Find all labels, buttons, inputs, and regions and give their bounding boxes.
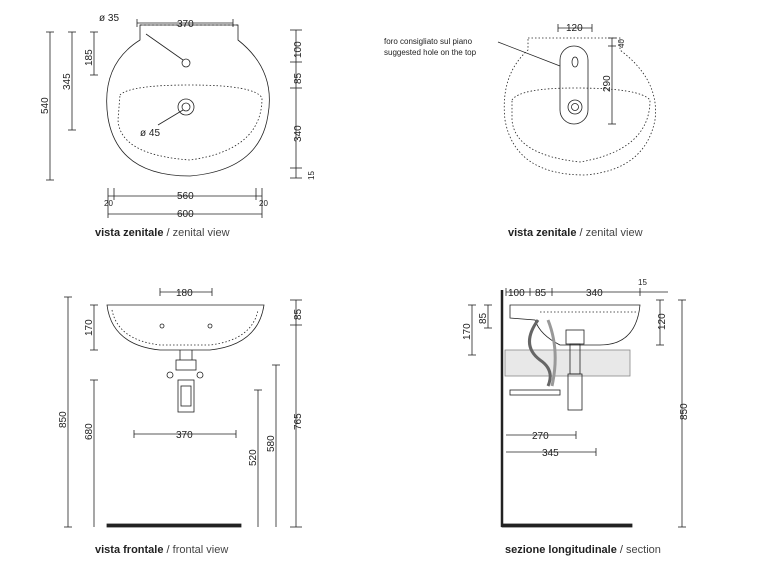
dim-left-185: 185 — [84, 49, 95, 66]
dim-section-right-120: 120 — [657, 313, 668, 330]
basin-outline — [106, 24, 270, 177]
dim-front-mid-370: 370 — [176, 430, 193, 441]
dim-section-top-100: 100 — [508, 288, 525, 299]
dim-front-left-850: 850 — [58, 411, 69, 428]
dim-width-120: 120 — [566, 23, 583, 34]
caption-top-view-it: vista zenitale — [95, 227, 164, 239]
dim-front-left-170: 170 — [84, 319, 95, 336]
dim-front-right-580: 580 — [266, 435, 277, 452]
dim-section-top-85: 85 — [535, 288, 547, 299]
caption-front-view-it: vista frontale — [95, 544, 164, 556]
dim-left-540: 540 — [40, 97, 51, 114]
dim-section-mid-270: 270 — [532, 431, 549, 442]
front-view — [64, 288, 302, 528]
suggested-hole — [497, 24, 616, 125]
caption-top-suggested-it: vista zenitale — [508, 227, 577, 239]
top-view — [46, 19, 302, 218]
caption-section-view-it: sezione longitudinale — [505, 544, 617, 556]
drain-hole-inner — [181, 102, 191, 112]
dim-section-top-340: 340 — [586, 288, 603, 299]
dim-bottom-20-right: 20 — [259, 199, 268, 208]
dim-hole-large: ø 45 — [140, 128, 160, 139]
note-suggested-hole-it: foro consigliato sul piano — [384, 37, 473, 46]
caption-top-suggested-view: vista zenitale / zenital view — [508, 227, 643, 239]
dim-section-top-15: 15 — [638, 278, 647, 287]
dim-left-345: 345 — [62, 73, 73, 90]
caption-section-view: sezione longitudinale / section — [505, 544, 661, 556]
dim-front-right-765: 765 — [293, 413, 304, 430]
caption-top-view-en: zenital view — [172, 227, 230, 239]
dim-right-340: 340 — [293, 125, 304, 142]
drain-hole-outer — [177, 98, 195, 116]
dim-height-290: 290 — [602, 75, 613, 92]
note-suggested-hole-en: suggested hole on the top — [384, 48, 477, 57]
dim-bottom-600: 600 — [177, 209, 194, 220]
dim-section-left-170: 170 — [462, 323, 473, 340]
dim-section-right-850: 850 — [679, 403, 690, 420]
caption-top-suggested-en: zenital view — [585, 227, 643, 239]
caption-front-view-en: frontal view — [172, 544, 229, 556]
dim-right-85: 85 — [293, 72, 304, 84]
dim-height-40: 40 — [617, 39, 626, 48]
dim-hole-small: ø 35 — [99, 13, 119, 24]
basin-bowl — [117, 84, 263, 161]
dim-front-top-180: 180 — [176, 288, 193, 299]
section-view — [468, 288, 686, 528]
tap-hole — [181, 58, 191, 68]
dim-front-right-520: 520 — [248, 449, 259, 466]
dim-bottom-20-left: 20 — [104, 199, 113, 208]
dim-section-mid-345: 345 — [542, 448, 559, 459]
caption-top-view: vista zenitale / zenital view — [95, 227, 230, 239]
caption-section-view-en: section — [626, 544, 661, 556]
dim-top-width: 370 — [177, 19, 194, 30]
dim-right-15: 15 — [307, 171, 316, 180]
dim-front-right-85: 85 — [293, 308, 304, 320]
dim-right-100: 100 — [293, 41, 304, 58]
dim-bottom-560: 560 — [177, 191, 194, 202]
caption-front-view: vista frontale / frontal view — [95, 544, 229, 556]
dim-section-left-85: 85 — [478, 312, 489, 324]
dim-front-left-680: 680 — [84, 423, 95, 440]
top-view-suggested — [503, 37, 656, 176]
